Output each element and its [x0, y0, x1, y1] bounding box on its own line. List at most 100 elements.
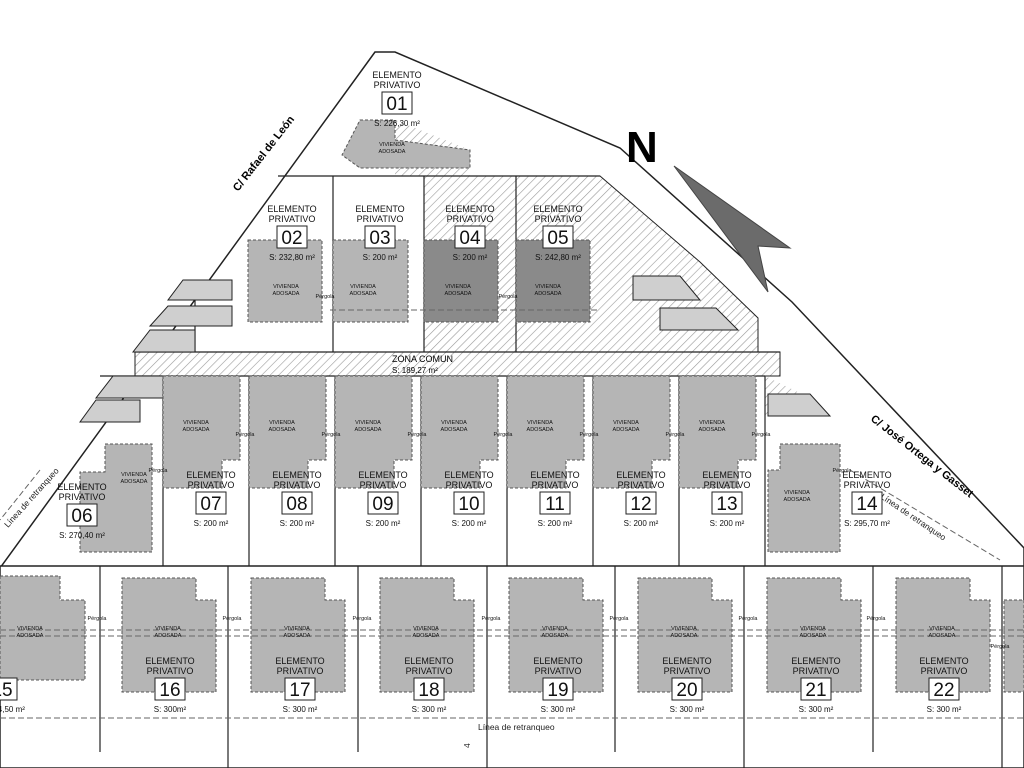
stepped-edges — [79, 275, 832, 423]
pergola-label: Pérgola — [833, 468, 853, 474]
plot-type-line1: ELEMENTO — [662, 656, 711, 666]
plot-number: 06 — [71, 506, 92, 527]
svg-text:VIVIENDA: VIVIENDA — [355, 420, 381, 426]
svg-text:ADOSADA: ADOSADA — [284, 633, 311, 639]
zona-comun-label: ZONA COMUN — [392, 354, 453, 364]
svg-text:ADOSADA: ADOSADA — [413, 633, 440, 639]
pergola-label: Pérgola — [666, 432, 686, 438]
svg-text:VIVIENDA: VIVIENDA — [155, 626, 181, 632]
plot-type-line1: ELEMENTO — [444, 470, 493, 480]
north-arrow-icon — [673, 165, 792, 293]
plot-number-box — [195, 491, 227, 515]
plot-number-box — [453, 491, 485, 515]
plot-type-line1: ELEMENTO — [404, 656, 453, 666]
houses-upper — [79, 119, 841, 553]
plot-type-line1: ELEMENTO — [842, 470, 891, 480]
plot-type-line1: ELEMENTO — [445, 204, 494, 214]
plot-number-box — [66, 503, 98, 527]
plot-number-box — [542, 677, 574, 701]
plot-number-box — [413, 677, 445, 701]
plot-type-line1: ELEMENTO — [275, 656, 324, 666]
pergola-label: Pérgola — [867, 616, 887, 622]
svg-text:ADOSADA: ADOSADA — [535, 291, 562, 297]
plot-number: 05 — [547, 228, 568, 249]
plot-area: S: 300 m² — [799, 705, 834, 714]
svg-text:ADOSADA: ADOSADA — [699, 427, 726, 433]
plot-type-line2: PRIVATIVO — [274, 480, 321, 490]
pergola-label: Pérgola — [494, 432, 514, 438]
plot-number: 14 — [856, 494, 878, 515]
plot-number: 10 — [458, 494, 479, 515]
houses-lower — [0, 575, 1024, 693]
plot-type-line1: ELEMENTO — [533, 204, 582, 214]
plot-number-box — [711, 491, 743, 515]
pergola-label: Pérgola — [610, 616, 630, 622]
plot-type-line2: PRIVATIVO — [277, 666, 324, 676]
plot-number: 07 — [200, 494, 221, 515]
plot-number-box — [542, 225, 574, 249]
plot-area: S: 200 m² — [710, 519, 745, 528]
svg-text:VIVIENDA: VIVIENDA — [350, 284, 376, 290]
svg-text:ADOSADA: ADOSADA — [155, 633, 182, 639]
plot-type-line2: PRIVATIVO — [664, 666, 711, 676]
plot-area: S: 270,40 m² — [59, 531, 105, 540]
plot-area: S: 232,80 m² — [269, 253, 315, 262]
plot-type-line2: PRIVATIVO — [921, 666, 968, 676]
plot-area: S: 200 m² — [453, 253, 488, 262]
pergola-label: Pérgola — [580, 432, 600, 438]
plot-type-line2: PRIVATIVO — [704, 480, 751, 490]
plot-type-line2: PRIVATIVO — [269, 214, 316, 224]
svg-text:ADOSADA: ADOSADA — [269, 427, 296, 433]
plot-type-line1: ELEMENTO — [791, 656, 840, 666]
pergola-label: Pérgola — [236, 432, 256, 438]
plot-area: S: 300 m² — [927, 705, 962, 714]
plot-type-line1: ELEMENTO — [267, 204, 316, 214]
svg-text:ADOSADA: ADOSADA — [445, 291, 472, 297]
plot-number-box — [454, 225, 486, 249]
pergola-label: Pérgola — [752, 432, 772, 438]
plot-type-line2: PRIVATIVO — [447, 214, 494, 224]
plot-type-line2: PRIVATIVO — [844, 480, 891, 490]
plot-type-line2: PRIVATIVO — [532, 480, 579, 490]
plot-number: 02 — [281, 228, 302, 249]
pergola-label: Pérgola — [316, 294, 336, 300]
plot-area: S: 200 m² — [366, 519, 401, 528]
svg-text:VIVIENDA: VIVIENDA — [273, 284, 299, 290]
pergola-label: Pérgola — [149, 468, 169, 474]
plot-type-line2: PRIVATIVO — [357, 214, 404, 224]
plot-number-box — [800, 677, 832, 701]
plot-type-line2: PRIVATIVO — [188, 480, 235, 490]
level-mark: 4 — [462, 743, 472, 748]
plot-area: S: 242,80 m² — [535, 253, 581, 262]
plot-type-line2: PRIVATIVO — [406, 666, 453, 676]
pergola-label: Pérgola — [482, 616, 502, 622]
svg-text:ADOSADA: ADOSADA — [542, 633, 569, 639]
svg-text:ADOSADA: ADOSADA — [784, 497, 811, 503]
plot-number-box — [281, 491, 313, 515]
pergola-label: Pérgola — [739, 616, 759, 622]
plot-number-box — [381, 91, 413, 115]
pergola-label: Pérgola — [991, 644, 1011, 650]
